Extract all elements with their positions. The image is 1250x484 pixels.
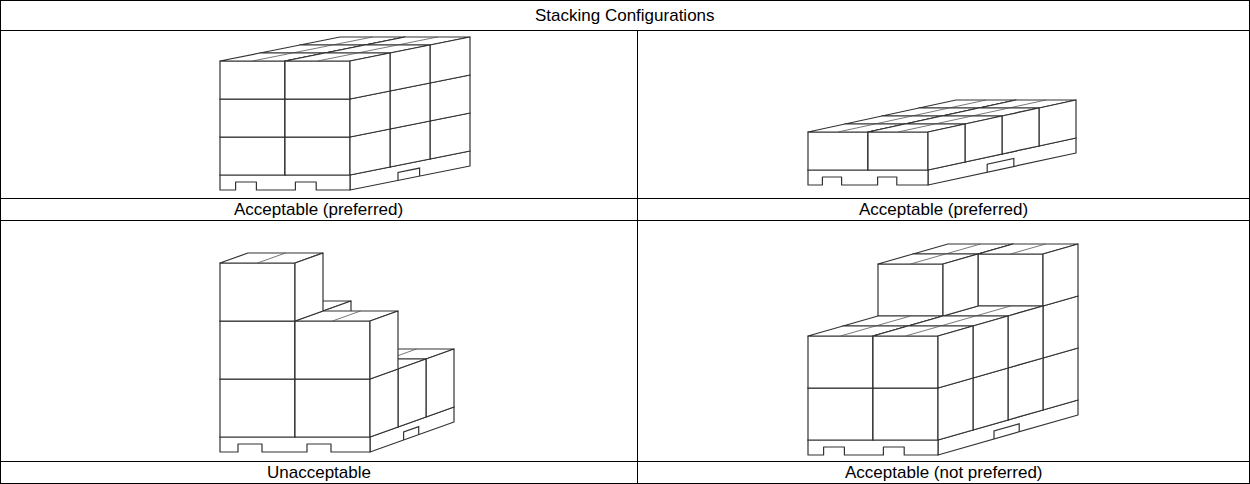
carton-side xyxy=(370,311,398,379)
carton-front xyxy=(220,263,295,321)
carton-flap xyxy=(946,244,981,254)
carton-front xyxy=(295,321,370,379)
carton-side xyxy=(1043,296,1078,358)
carton-side xyxy=(943,254,978,316)
carton-flap xyxy=(906,326,941,336)
pallet-figure xyxy=(220,37,470,190)
pallet-front xyxy=(808,440,938,455)
carton-front xyxy=(873,388,938,440)
pallet-notch xyxy=(404,427,419,440)
table-cell: Acceptable (preferred) xyxy=(234,200,403,220)
carton-side xyxy=(350,53,390,99)
table-heading: Stacking Configurations xyxy=(535,6,715,26)
pallet-notch xyxy=(994,424,1019,439)
carton-side xyxy=(965,116,1002,162)
carton-front xyxy=(220,137,285,175)
table-rule xyxy=(1,461,1250,462)
carton-front xyxy=(878,264,943,316)
carton-flap xyxy=(398,37,438,45)
carton-flap xyxy=(912,108,949,116)
table-cell: Acceptable (preferred) xyxy=(859,200,1028,220)
pallet-illustrations xyxy=(220,37,1078,455)
carton-flap xyxy=(1011,244,1046,254)
carton-side xyxy=(1043,348,1078,410)
carton-side xyxy=(938,378,973,440)
carton-front xyxy=(808,132,868,170)
table-rule xyxy=(1,30,1250,31)
carton-flap xyxy=(358,45,398,53)
carton-front xyxy=(808,336,873,388)
carton-front xyxy=(220,99,285,137)
carton-flap xyxy=(318,53,358,61)
carton-flap xyxy=(898,124,935,132)
carton-flap xyxy=(293,45,333,53)
carton-flap xyxy=(333,311,361,321)
carton-side xyxy=(295,253,323,321)
carton-flap xyxy=(876,316,911,326)
carton-flap xyxy=(976,306,1011,316)
carton-flap xyxy=(875,116,912,124)
carton-flap xyxy=(949,100,986,108)
carton-side xyxy=(1039,100,1076,146)
carton-side xyxy=(426,349,454,417)
carton-flap xyxy=(253,53,293,61)
pallet-front xyxy=(220,175,350,190)
carton-side xyxy=(430,37,470,83)
table-rule xyxy=(1,198,1250,199)
table-cell: Acceptable (not preferred) xyxy=(845,463,1043,483)
carton-side xyxy=(370,369,398,437)
carton-front xyxy=(285,99,350,137)
pallet-front xyxy=(220,437,370,452)
carton-side xyxy=(1002,108,1039,154)
pallet-notch xyxy=(398,168,420,180)
carton-flap xyxy=(941,316,976,326)
carton-front xyxy=(295,379,370,437)
carton-front xyxy=(220,379,295,437)
pallet-notch xyxy=(987,158,1014,172)
carton-side xyxy=(398,359,426,427)
carton-flap xyxy=(838,124,875,132)
carton-front xyxy=(873,336,938,388)
carton-side xyxy=(1043,244,1078,306)
pallet-front xyxy=(808,170,928,185)
carton-side xyxy=(973,316,1008,378)
pallet-figure xyxy=(808,244,1078,455)
carton-flap xyxy=(911,254,946,264)
carton-side xyxy=(973,368,1008,430)
carton-side xyxy=(390,45,430,91)
carton-front xyxy=(808,388,873,440)
carton-flap xyxy=(935,116,972,124)
pallet-figure xyxy=(808,100,1076,185)
carton-flap xyxy=(1009,100,1046,108)
carton-flap xyxy=(841,326,876,336)
carton-front xyxy=(978,254,1043,306)
table-cell: Unacceptable xyxy=(267,463,371,483)
carton-flap xyxy=(333,37,373,45)
carton-side xyxy=(1008,306,1043,368)
carton-front xyxy=(285,61,350,99)
carton-flap xyxy=(258,253,286,263)
table-rule xyxy=(1,220,1250,221)
carton-side xyxy=(938,326,973,388)
carton-flap xyxy=(972,108,1009,116)
carton-front xyxy=(868,132,928,170)
carton-side xyxy=(928,124,965,170)
carton-front xyxy=(285,137,350,175)
carton-front xyxy=(220,61,285,99)
carton-front xyxy=(220,321,295,379)
table-rule xyxy=(637,31,638,484)
carton-side xyxy=(1008,358,1043,420)
pallet-figure xyxy=(220,253,454,452)
